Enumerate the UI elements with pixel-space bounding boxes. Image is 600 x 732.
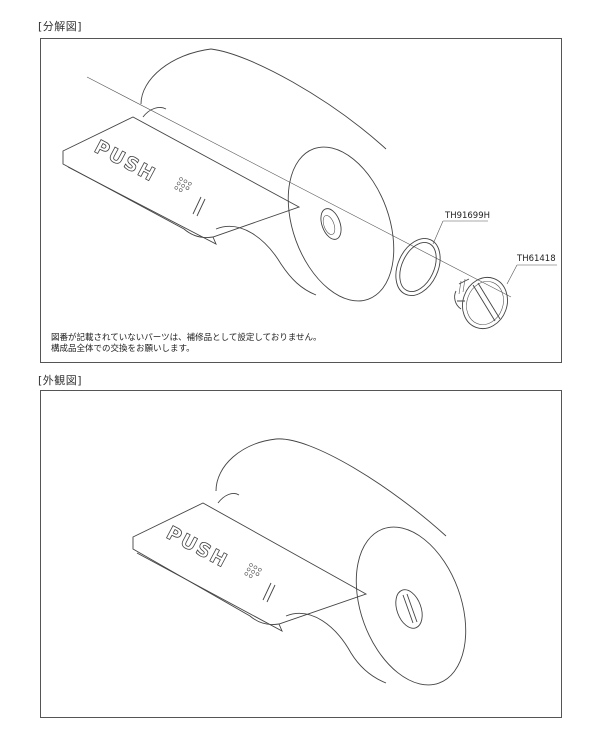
push-embossing: PUSH: [91, 136, 160, 187]
exterior-view-panel: PUSH: [40, 390, 562, 718]
roller-body: [140, 48, 395, 302]
push-bar-mark-exterior: [262, 582, 272, 601]
push-lever: PUSH: [62, 116, 301, 245]
o-ring: [395, 238, 441, 296]
exploded-view-title: [分解図]: [38, 20, 83, 33]
exploded-view-drawing: PUSH TH91699H: [62, 48, 557, 330]
push-bar-mark: [192, 196, 202, 215]
push-lever-exterior: PUSH: [132, 502, 368, 633]
exterior-view-drawing: PUSH: [132, 438, 467, 686]
exterior-view-title: [外観図]: [38, 374, 83, 387]
roller-body-exterior: [215, 438, 467, 686]
push-dot-grid: [174, 177, 192, 192]
roller-bore-hole: [320, 208, 342, 240]
exploded-view-panel: PUSH TH91699H: [40, 38, 562, 363]
screw-slot: [472, 284, 496, 322]
part-label-o-ring: TH91699H: [444, 211, 490, 221]
note-line-2: 構成品全体での交換をお願いします。: [51, 344, 195, 354]
screw-head-exterior: [395, 589, 423, 629]
screw: [454, 276, 508, 330]
leader-o-ring: [432, 220, 444, 245]
push-dot-grid-exterior: [244, 563, 262, 578]
push-embossing-exterior: PUSH: [163, 522, 232, 573]
note-line-1: 図番が記載されていないパーツは、補修品として設定しておりません。: [51, 333, 322, 343]
part-label-screw: TH61418: [516, 254, 556, 264]
leader-screw: [506, 264, 518, 285]
